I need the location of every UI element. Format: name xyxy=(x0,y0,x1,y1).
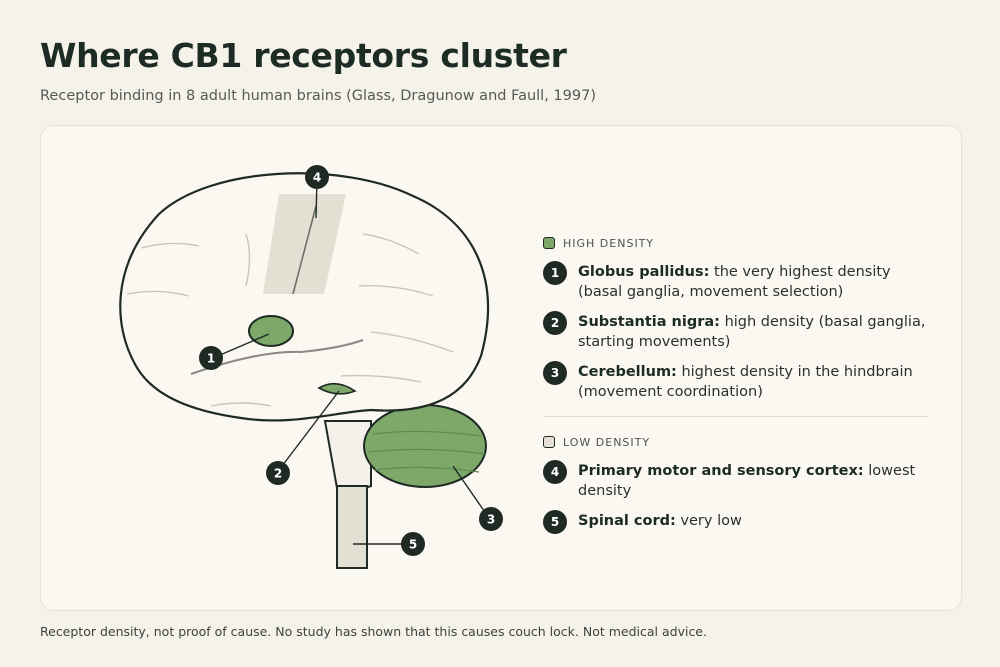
legend-divider xyxy=(543,416,929,417)
legend: HIGH DENSITY 1 Globus pallidus: the very… xyxy=(543,234,933,534)
brain-diagram: 1 2 3 4 5 xyxy=(119,165,503,569)
globus-pallidus-region xyxy=(248,315,294,347)
legend-item-cerebellum: 3 Cerebellum: highest density in the hin… xyxy=(543,361,933,402)
legend-heading-high: HIGH DENSITY xyxy=(543,234,933,252)
marker-2: 2 xyxy=(266,461,290,485)
legend-region-desc: highest density in the hindbrain (moveme… xyxy=(578,364,913,400)
motor-cortex-region xyxy=(263,194,346,294)
high-density-swatch xyxy=(543,237,555,249)
legend-number: 3 xyxy=(543,361,567,385)
high-density-label: HIGH DENSITY xyxy=(563,236,655,250)
cerebellum-folds xyxy=(368,430,486,473)
legend-number: 1 xyxy=(543,261,567,285)
legend-item-spinal-cord: 5 Spinal cord: very low xyxy=(543,510,933,534)
legend-text: Cerebellum: highest density in the hindb… xyxy=(578,362,933,402)
svg-text:1: 1 xyxy=(207,352,215,366)
svg-text:4: 4 xyxy=(313,171,321,185)
legend-region-name: Cerebellum: xyxy=(578,364,677,380)
legend-region-name: Globus pallidus: xyxy=(578,264,710,280)
diagram-card: 1 2 3 4 5 HIGH DENSITY 1 Globus pallidus… xyxy=(40,125,962,611)
legend-region-name: Primary motor and sensory cortex: xyxy=(578,463,864,479)
svg-text:3: 3 xyxy=(487,513,495,527)
legend-text: Spinal cord: very low xyxy=(578,511,742,531)
legend-item-substantia-nigra: 2 Substantia nigra: high density (basal … xyxy=(543,311,933,352)
svg-text:2: 2 xyxy=(274,467,282,481)
legend-text: Primary motor and sensory cortex: lowest… xyxy=(578,461,933,501)
legend-text: Substantia nigra: high density (basal ga… xyxy=(578,312,933,352)
spinal-cord-region xyxy=(336,485,368,569)
low-density-label: LOW DENSITY xyxy=(563,435,651,449)
page-subtitle: Receptor binding in 8 adult human brains… xyxy=(40,88,596,104)
marker-4: 4 xyxy=(305,165,329,189)
central-sulcus-line xyxy=(292,205,317,295)
svg-text:5: 5 xyxy=(409,538,417,552)
footnote: Receptor density, not proof of cause. No… xyxy=(40,624,707,639)
legend-region-desc: the very highest density (basal ganglia,… xyxy=(578,264,891,300)
legend-heading-low: LOW DENSITY xyxy=(543,433,933,451)
substantia-nigra-region xyxy=(317,382,357,395)
marker-5: 5 xyxy=(401,532,425,556)
brainstem-shape xyxy=(323,420,372,489)
legend-region-desc: lowest density xyxy=(578,463,916,499)
legend-region-desc: high density (basal ganglia, starting mo… xyxy=(578,314,926,350)
marker-3: 3 xyxy=(479,507,503,531)
legend-item-globus-pallidus: 1 Globus pallidus: the very highest dens… xyxy=(543,261,933,302)
low-density-swatch xyxy=(543,436,555,448)
legend-region-desc: very low xyxy=(675,513,742,529)
legend-item-motor-cortex: 4 Primary motor and sensory cortex: lowe… xyxy=(543,460,933,501)
page-title: Where CB1 receptors cluster xyxy=(40,36,567,75)
legend-number: 2 xyxy=(543,311,567,335)
legend-number: 4 xyxy=(543,460,567,484)
legend-text: Globus pallidus: the very highest densit… xyxy=(578,262,933,302)
cortical-folds xyxy=(126,233,454,407)
lateral-sulcus-line xyxy=(190,339,364,375)
legend-number: 5 xyxy=(543,510,567,534)
legend-region-name: Spinal cord: xyxy=(578,513,676,529)
marker-1: 1 xyxy=(199,346,223,370)
cerebellum-region xyxy=(363,404,487,488)
legend-region-name: Substantia nigra: xyxy=(578,314,720,330)
